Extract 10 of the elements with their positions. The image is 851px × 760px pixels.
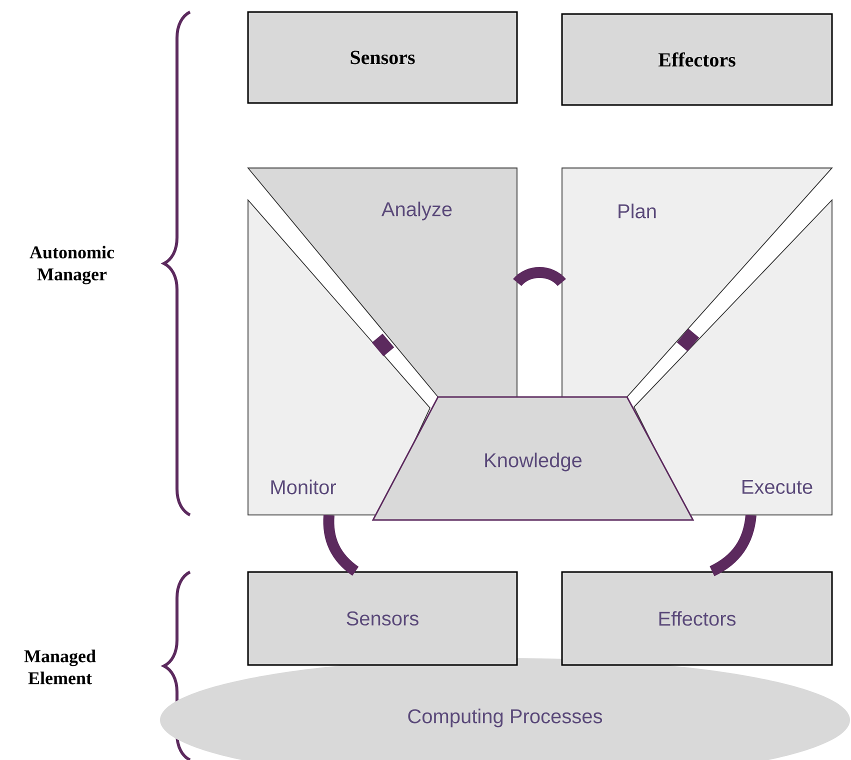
connector-band xyxy=(513,267,566,286)
group-label: Autonomic Manager xyxy=(30,246,114,284)
effector-box: Effectors xyxy=(561,571,833,666)
stage-panel: Plan xyxy=(562,168,834,398)
sensor-box: Sensors xyxy=(247,571,518,666)
sensor-box: Sensors xyxy=(247,11,518,104)
node-label: Computing Processes xyxy=(408,708,602,728)
group-label: Managed Element xyxy=(24,650,96,684)
effector-box: Effectors xyxy=(561,13,833,106)
connector-band xyxy=(709,514,756,576)
